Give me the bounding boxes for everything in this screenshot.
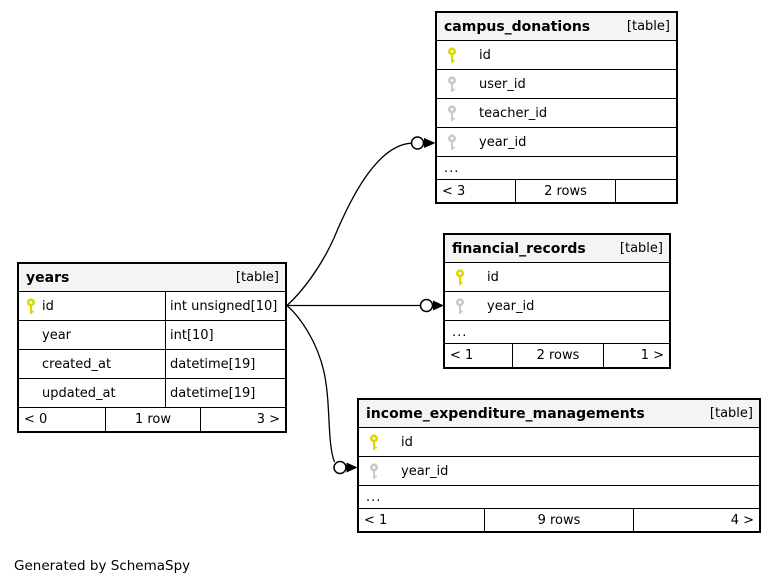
column-row: year_id — [359, 456, 759, 485]
table-name: financial_records — [452, 240, 586, 257]
key-placeholder — [26, 385, 36, 402]
table-type-badge: [table] — [619, 241, 663, 256]
column-row: year_id — [437, 127, 676, 156]
column-row: id int unsigned[10] — [19, 291, 285, 320]
ellipsis-row: ... — [445, 320, 669, 343]
column-name: id — [487, 269, 499, 285]
zero-or-one-dot — [410, 136, 425, 150]
foreign-key-icon — [447, 104, 457, 122]
table-header[interactable]: financial_records [table] — [445, 235, 669, 262]
primary-key-icon — [447, 46, 457, 64]
table-income-expenditure-managements[interactable]: income_expenditure_managements [table] i… — [357, 398, 761, 533]
key-placeholder — [26, 327, 36, 344]
table-campus-donations[interactable]: campus_donations [table] id user_id teac… — [435, 11, 678, 204]
column-name: year — [42, 327, 72, 343]
footer-children-count: < 3 — [442, 183, 466, 199]
column-row: year_id — [445, 291, 669, 320]
arrowhead-icon — [346, 462, 358, 473]
table-type-badge: [table] — [626, 19, 670, 34]
zero-or-one-dot — [333, 460, 347, 475]
footer-row-count: 1 row — [105, 408, 200, 431]
table-footer: < 0 1 row 3 > — [19, 407, 285, 431]
footer-children-count: < 0 — [24, 412, 48, 427]
column-row: year int[10] — [19, 320, 285, 349]
column-name: id — [479, 47, 491, 63]
footer-parents-count: 4 > — [633, 509, 759, 531]
column-row: teacher_id — [437, 98, 676, 127]
column-name: created_at — [42, 356, 112, 372]
ellipsis-row: ... — [437, 156, 676, 179]
table-name: years — [26, 269, 70, 286]
edge-years-income-expenditure-managements — [286, 305, 358, 475]
table-header[interactable]: income_expenditure_managements [table] — [359, 400, 759, 427]
ellipsis-row: ... — [359, 485, 759, 508]
footer-children-count: < 1 — [364, 512, 388, 528]
table-years[interactable]: years [table] id int unsigned[10] year i… — [17, 262, 287, 433]
column-name: year_id — [479, 134, 527, 150]
primary-key-icon — [369, 433, 379, 451]
primary-key-icon — [455, 268, 465, 286]
footer-row-count: 2 rows — [515, 180, 615, 202]
column-name: updated_at — [42, 385, 116, 401]
table-name: income_expenditure_managements — [366, 405, 645, 422]
arrowhead-icon — [424, 138, 436, 148]
column-type: datetime[19] — [165, 379, 285, 407]
table-footer: < 1 2 rows 1 > — [445, 343, 669, 367]
edge-years-campus-donations — [286, 136, 436, 306]
column-row: id — [445, 262, 669, 291]
column-row: created_at datetime[19] — [19, 349, 285, 378]
footer-parents-count — [615, 180, 676, 202]
table-name: campus_donations — [444, 18, 591, 35]
footer-children-count: < 1 — [450, 348, 474, 363]
column-name: year_id — [487, 298, 535, 314]
column-row: updated_at datetime[19] — [19, 378, 285, 407]
table-footer: < 1 9 rows 4 > — [359, 508, 759, 531]
footer-row-count: 9 rows — [484, 509, 633, 531]
table-header[interactable]: campus_donations [table] — [437, 13, 676, 40]
column-name: teacher_id — [479, 105, 548, 121]
column-name: id — [401, 434, 413, 450]
foreign-key-icon — [455, 297, 465, 315]
edge-years-financial-records — [287, 298, 444, 313]
footer-parents-count: 3 > — [200, 408, 285, 431]
table-footer: < 3 2 rows — [437, 179, 676, 202]
column-name: user_id — [479, 76, 526, 92]
column-row: user_id — [437, 69, 676, 98]
column-type: datetime[19] — [165, 350, 285, 378]
column-type: int[10] — [165, 321, 285, 349]
column-name: year_id — [401, 463, 449, 479]
column-type: int unsigned[10] — [165, 292, 285, 320]
footer-row-count: 2 rows — [512, 344, 603, 367]
column-name: id — [42, 298, 54, 314]
primary-key-icon — [26, 297, 36, 315]
foreign-key-icon — [447, 75, 457, 93]
key-placeholder — [26, 356, 36, 373]
table-financial-records[interactable]: financial_records [table] id year_id ...… — [443, 233, 671, 369]
foreign-key-icon — [447, 133, 457, 151]
foreign-key-icon — [369, 462, 379, 480]
column-row: id — [359, 427, 759, 456]
column-row: id — [437, 40, 676, 69]
generator-credit: Generated by SchemaSpy — [14, 558, 191, 574]
table-header[interactable]: years [table] — [19, 264, 285, 291]
zero-or-one-dot — [419, 298, 434, 313]
footer-parents-count: 1 > — [603, 344, 669, 367]
table-type-badge: [table] — [235, 270, 279, 285]
table-type-badge: [table] — [709, 406, 753, 421]
